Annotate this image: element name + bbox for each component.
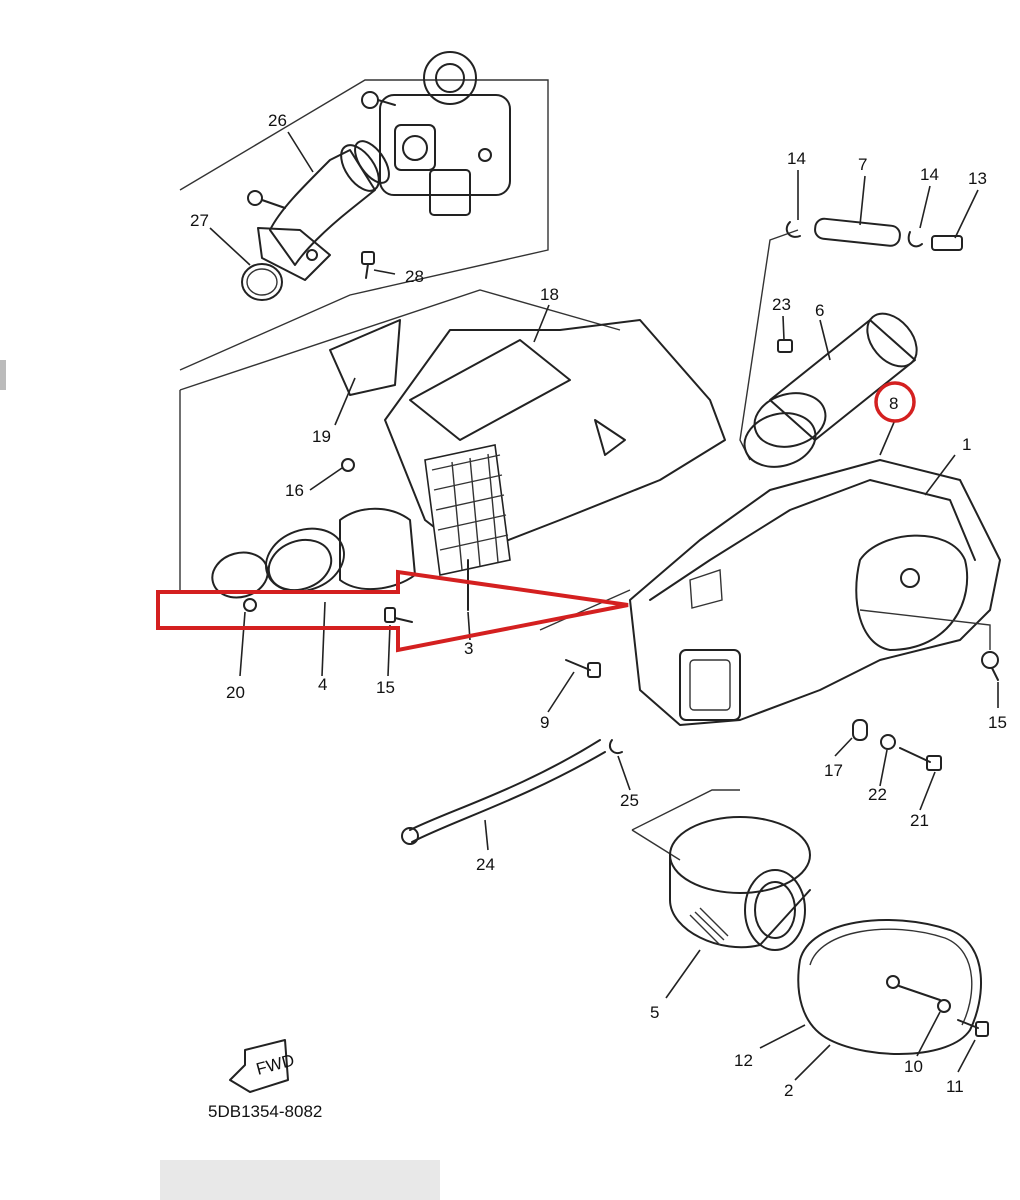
seal-plate bbox=[329, 319, 401, 396]
callout-28: 28 bbox=[405, 267, 424, 286]
callout-5: 5 bbox=[650, 1003, 659, 1022]
callout-19: 19 bbox=[312, 427, 331, 446]
pin-7 bbox=[814, 217, 901, 247]
callout-3: 3 bbox=[464, 639, 473, 658]
callout-26: 26 bbox=[268, 111, 287, 130]
screw-13 bbox=[931, 235, 963, 251]
bolt-21 bbox=[899, 747, 942, 771]
intake-manifold bbox=[247, 140, 390, 281]
carburetor-group bbox=[179, 51, 549, 371]
dowel-17 bbox=[852, 719, 868, 741]
air-case-back bbox=[384, 319, 726, 576]
callout-1: 1 bbox=[962, 435, 971, 454]
callout-7: 7 bbox=[858, 155, 867, 174]
callout-22: 22 bbox=[868, 785, 887, 804]
drain-hose bbox=[401, 739, 606, 845]
callout-14-left: 14 bbox=[787, 149, 806, 168]
nut-16 bbox=[341, 458, 355, 472]
callout-8: 8 bbox=[889, 394, 898, 413]
callout-23: 23 bbox=[772, 295, 791, 314]
air-filter-case-group bbox=[179, 289, 726, 623]
crankcase-cover bbox=[539, 459, 1001, 726]
screw-11 bbox=[957, 1019, 989, 1037]
highlight-arrow bbox=[156, 569, 629, 653]
callout-8-highlight: 8 bbox=[874, 381, 916, 423]
bolt-15-left bbox=[384, 607, 413, 623]
bolt-23 bbox=[777, 339, 793, 353]
callout-21: 21 bbox=[910, 811, 929, 830]
fwd-label: FWD bbox=[254, 1050, 296, 1078]
callout-labels: 26 27 28 14 7 14 13 18 23 6 19 16 1 8 20… bbox=[190, 111, 1007, 1100]
callout-25: 25 bbox=[620, 791, 639, 810]
carburetor-body bbox=[361, 51, 511, 216]
leader-lines bbox=[209, 131, 999, 1081]
callout-14-right: 14 bbox=[920, 165, 939, 184]
washer-10 bbox=[937, 999, 951, 1013]
callout-18: 18 bbox=[540, 285, 559, 304]
hose-group bbox=[739, 217, 963, 468]
drawing-code: 5DB1354-8082 bbox=[208, 1102, 322, 1121]
callout-2: 2 bbox=[784, 1081, 793, 1100]
filter-element bbox=[669, 816, 811, 951]
callout-12: 12 bbox=[734, 1051, 753, 1070]
hose-6 bbox=[743, 312, 918, 468]
fwd-arrow-badge: FWD bbox=[229, 1039, 296, 1093]
clip-14-right bbox=[907, 231, 923, 248]
callout-20: 20 bbox=[226, 683, 245, 702]
scan-noise bbox=[0, 360, 440, 1200]
small-hardware bbox=[401, 651, 999, 845]
callout-24: 24 bbox=[476, 855, 495, 874]
callout-17: 17 bbox=[824, 761, 843, 780]
callout-10: 10 bbox=[904, 1057, 923, 1076]
filter-cover bbox=[797, 919, 983, 1055]
callout-27: 27 bbox=[190, 211, 209, 230]
clip-14-left bbox=[785, 221, 801, 238]
callout-11: 11 bbox=[946, 1077, 964, 1096]
screw-9 bbox=[565, 659, 601, 678]
callout-4: 4 bbox=[318, 675, 327, 694]
callout-13: 13 bbox=[968, 169, 987, 188]
callout-9: 9 bbox=[540, 713, 549, 732]
o-ring-inner bbox=[246, 268, 278, 296]
clip-25 bbox=[608, 739, 623, 754]
screw-15-right bbox=[981, 651, 999, 681]
red-arrow bbox=[156, 569, 629, 653]
callout-6: 6 bbox=[815, 301, 824, 320]
callout-16: 16 bbox=[285, 481, 304, 500]
callout-15-left: 15 bbox=[376, 678, 395, 697]
callout-15-right: 15 bbox=[988, 713, 1007, 732]
intake-duct bbox=[211, 507, 416, 612]
filter-group bbox=[631, 789, 989, 1055]
o-ring bbox=[241, 263, 283, 301]
bolt-28 bbox=[361, 251, 375, 279]
washer-22 bbox=[880, 734, 896, 750]
